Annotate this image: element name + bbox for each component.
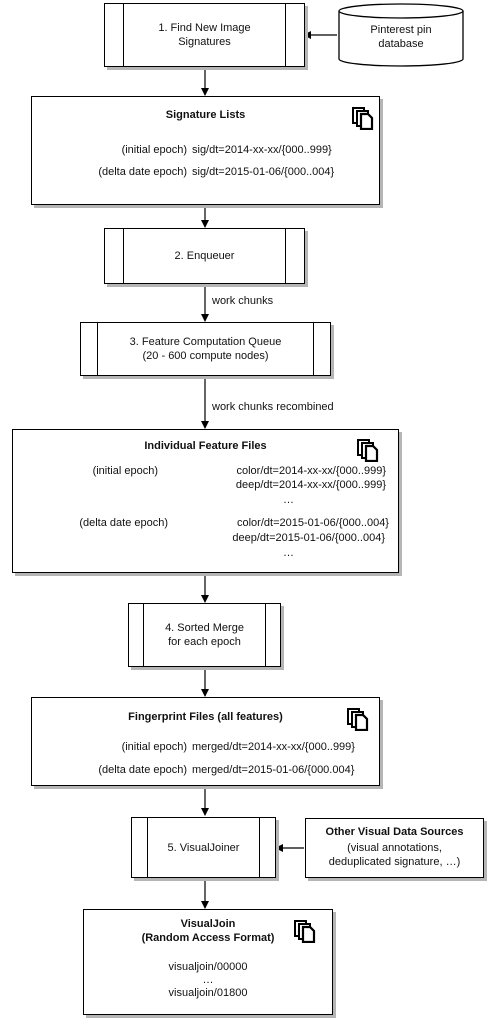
features-ellipsis-2: … (283, 547, 294, 559)
siglist-delta-epoch: (delta date epoch) (98, 166, 187, 178)
other-sources-details: (visual annotations, deduplicated signat… (328, 842, 461, 868)
pinterest-db-cylinder (338, 3, 464, 67)
feature-files-title: Individual Feature Files (144, 440, 267, 452)
multiple-files-icon (352, 107, 374, 130)
process-visual-joiner: 5. VisualJoiner (131, 817, 276, 878)
multiple-files-icon (357, 439, 379, 462)
process-side-bars (123, 229, 286, 283)
fingerprint-initial-epoch: (initial epoch) (121, 741, 187, 753)
fingerprint-files-title: Fingerprint Files (all features) (128, 711, 283, 723)
process-find-signatures: 1. Find New Image Signatures (104, 3, 305, 67)
features-ellipsis-1: … (283, 494, 294, 506)
process-feature-queue: 3. Feature Computation Queue (20 - 600 c… (80, 322, 331, 376)
features-initial-deep: deep/dt=2014-xx-xx/{000..999} (235, 479, 386, 491)
visualjoin-box: VisualJoin (Random Access Format) visual… (83, 909, 333, 1015)
feature-queue-label: 3. Feature Computation Queue (20 - 600 c… (129, 336, 282, 362)
signature-lists-title: Signature Lists (165, 109, 246, 121)
features-delta-color: color/dt=2015-01-06/{000..004} (237, 517, 389, 529)
pinterest-db-label: Pinterest pin database (370, 24, 432, 50)
other-visual-sources-box: Other Visual Data Sources (visual annota… (305, 818, 484, 878)
multiple-files-icon (294, 920, 316, 943)
sorted-merge-label: 4. Sorted Merge for each epoch (165, 622, 244, 648)
siglist-initial-path: sig/dt=2014-xx-xx/{000..999} (192, 144, 332, 156)
process-side-bars (97, 323, 314, 375)
edge-label-work-chunks: work chunks (212, 295, 274, 307)
process-side-bars (123, 4, 286, 66)
enqueuer-label: 2. Enqueuer (174, 250, 235, 262)
process-sorted-merge: 4. Sorted Merge for each epoch (128, 603, 281, 667)
fingerprint-files-box: Fingerprint Files (all features) (initia… (31, 697, 380, 786)
visualjoin-title: VisualJoin (Random Access Format) (141, 918, 275, 944)
fingerprint-delta-epoch: (delta date epoch) (98, 764, 187, 776)
multiple-files-icon (347, 708, 369, 731)
fingerprint-initial-path: merged/dt=2014-xx-xx/{000..999} (192, 741, 355, 753)
features-initial-color: color/dt=2014-xx-xx/{000..999} (236, 465, 386, 477)
visual-joiner-label: 5. VisualJoiner (167, 842, 240, 854)
other-sources-title: Other Visual Data Sources (325, 826, 464, 838)
features-delta-epoch: (delta date epoch) (79, 517, 168, 529)
siglist-delta-path: sig/dt=2015-01-06/{000..004} (192, 166, 335, 178)
fingerprint-delta-path: merged/dt=2015-01-06/{000.004} (192, 764, 355, 776)
process-side-bars (143, 604, 266, 666)
siglist-initial-epoch: (initial epoch) (121, 144, 187, 156)
process-enqueuer: 2. Enqueuer (104, 228, 305, 284)
signature-lists-box: Signature Lists (initial epoch) sig/dt=2… (31, 96, 380, 205)
visualjoin-entries: visualjoin/00000 … visualjoin/01800 (168, 961, 248, 999)
edge-label-work-chunks-recombined: work chunks recombined (212, 401, 334, 413)
feature-files-box: Individual Feature Files (initial epoch)… (12, 429, 399, 573)
process-side-bars (147, 818, 260, 877)
features-delta-deep: deep/dt=2015-01-06/{000..004} (232, 532, 385, 544)
find-signatures-label: 1. Find New Image Signatures (158, 22, 251, 48)
features-initial-epoch: (initial epoch) (92, 465, 158, 477)
